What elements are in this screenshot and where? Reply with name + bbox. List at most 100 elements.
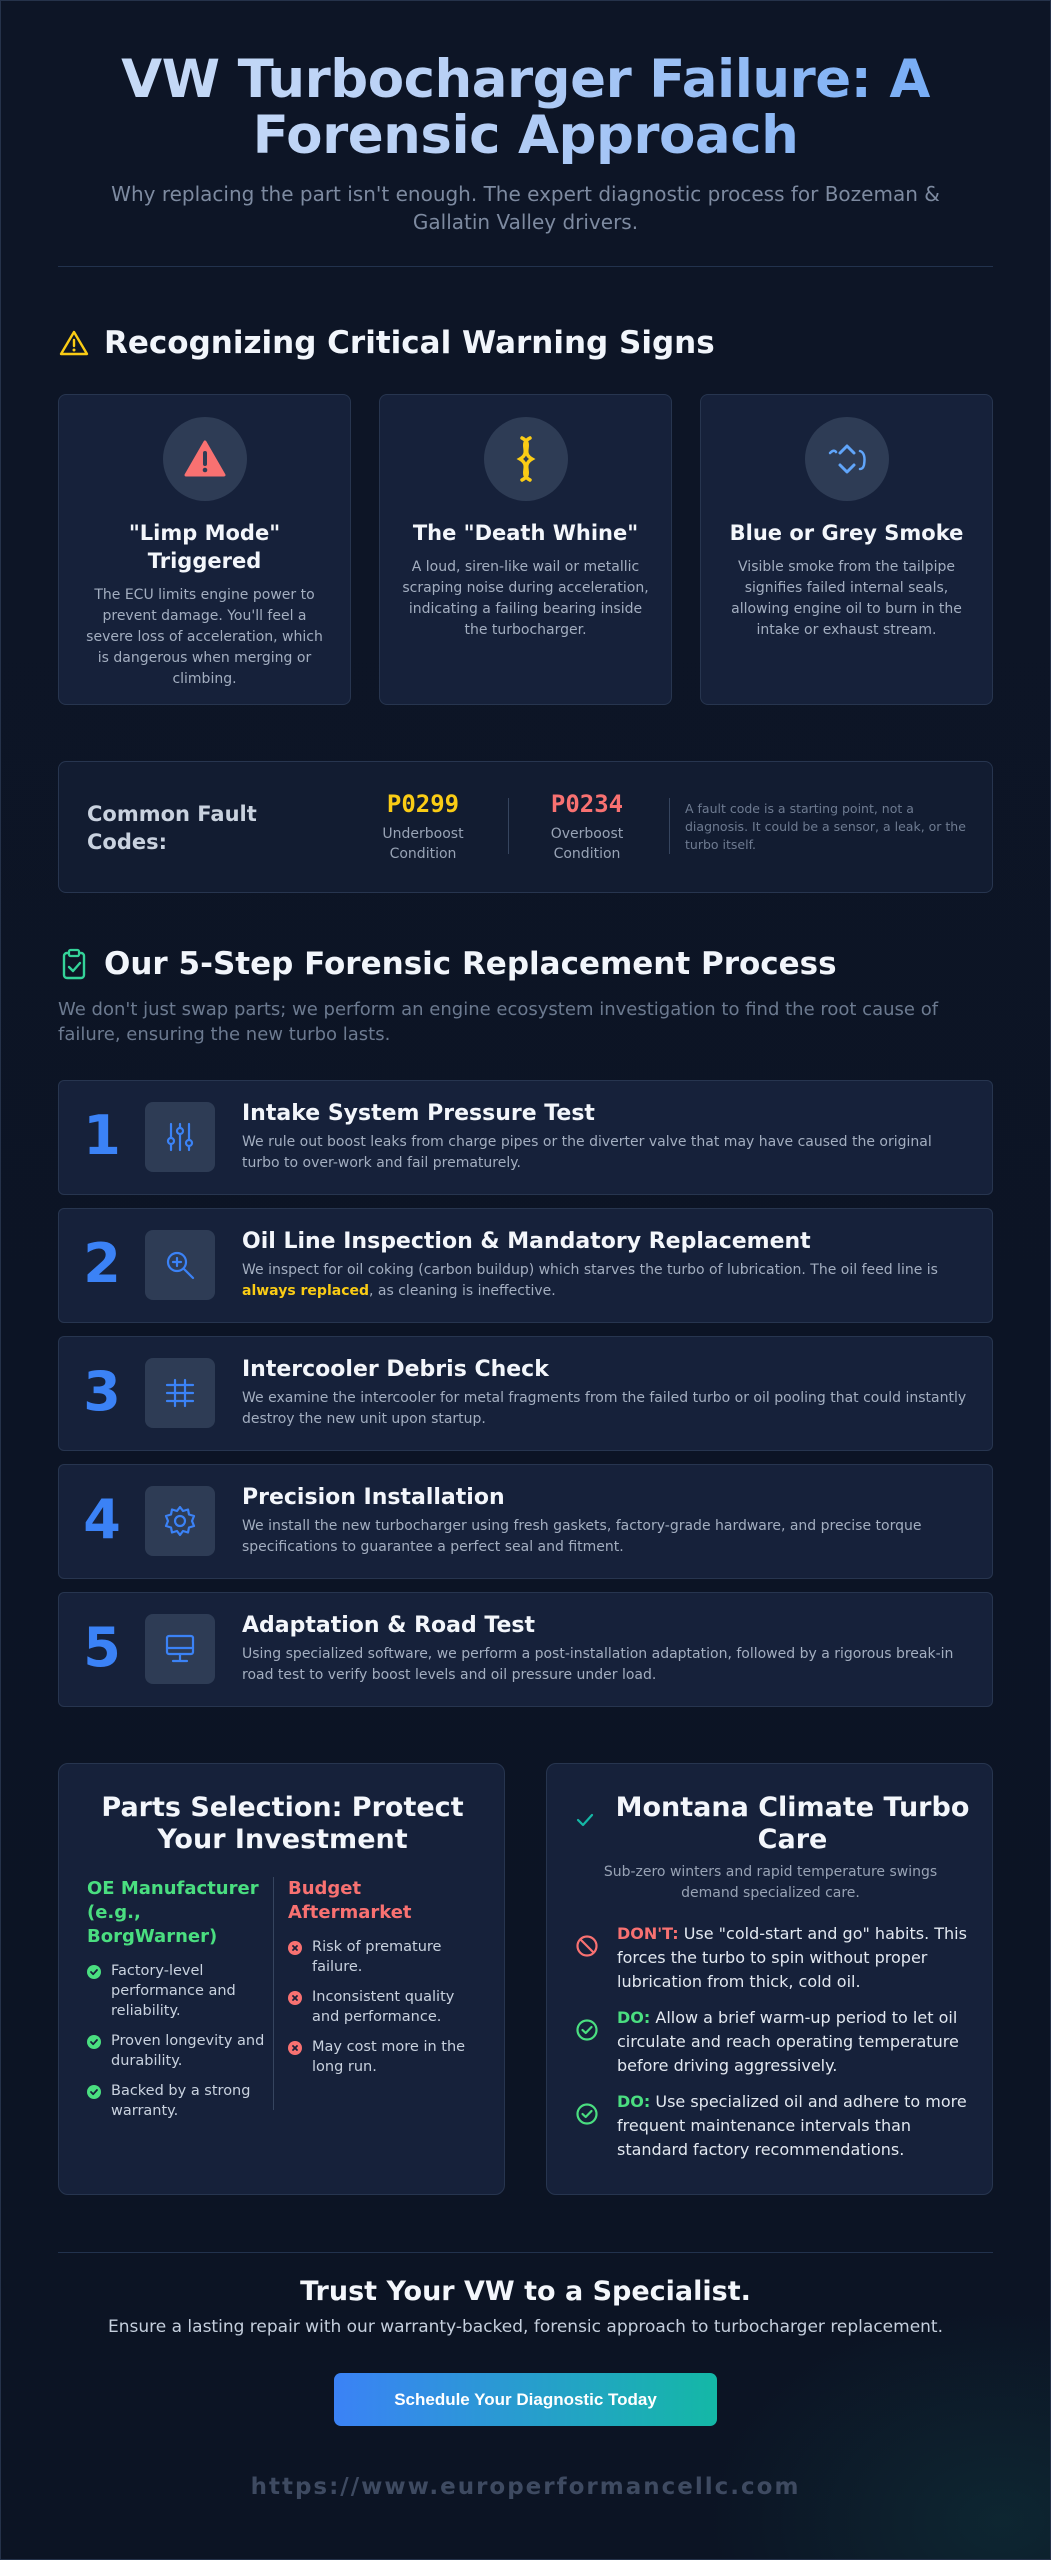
warning-card-title: Blue or Grey Smoke	[729, 521, 964, 545]
check-circle-icon	[575, 2018, 599, 2042]
oe-column: OE Manufacturer (e.g., BorgWarner) Facto…	[87, 1877, 277, 2131]
divider	[669, 798, 670, 854]
warning-card-title: The "Death Whine"	[412, 521, 639, 545]
fault-code-p0299: P0299 Underboost Condition	[353, 790, 493, 864]
warning-cards: "Limp Mode" Triggered The ECU limits eng…	[58, 394, 993, 705]
fault-code-desc: Underboost Condition	[382, 826, 464, 862]
list-item: May cost more in the long run.	[288, 2037, 478, 2077]
climate-panel: Montana Climate Turbo Care Sub-zero wint…	[546, 1763, 993, 2195]
alert-icon	[162, 417, 247, 501]
step-number: 3	[83, 1360, 121, 1423]
step-text: We install the new turbocharger using fr…	[242, 1518, 922, 1555]
monitor-icon	[145, 1614, 215, 1684]
list-item-text: Backed by a strong warranty.	[111, 2083, 251, 2119]
warning-card-text: The ECU limits engine power to prevent d…	[86, 587, 323, 687]
list-item: Proven longevity and durability.	[87, 2031, 277, 2071]
list-item: Backed by a strong warranty.	[87, 2081, 277, 2121]
x-circle-icon	[288, 1991, 302, 2005]
step-title: Precision Installation	[242, 1485, 505, 1510]
process-step-2: 2 Oil Line Inspection & Mandatory Replac…	[58, 1208, 993, 1323]
page-title: VW Turbocharger Failure: A Forensic Appr…	[58, 52, 993, 164]
step-text: Using specialized software, we perform a…	[242, 1646, 954, 1683]
ban-icon	[575, 1934, 599, 1958]
schedule-diagnostic-button[interactable]: Schedule Your Diagnostic Today	[334, 2373, 717, 2426]
sliders-icon	[145, 1102, 215, 1172]
tip-label: DO:	[617, 2008, 651, 2027]
step-text-part: We inspect for oil coking (carbon buildu…	[242, 1262, 938, 1278]
step-highlight: always replaced	[242, 1283, 370, 1299]
clipboard-check-icon	[58, 948, 90, 980]
parts-panel: Parts Selection: Protect Your Investment…	[58, 1763, 505, 2195]
tip-body: Allow a brief warm-up period to let oil …	[617, 2008, 959, 2075]
list-item: Factory-level performance and reliabilit…	[87, 1961, 277, 2021]
step-number: 1	[83, 1104, 121, 1167]
x-circle-icon	[288, 1941, 302, 1955]
cta-title: Trust Your VW to a Specialist.	[300, 2276, 751, 2307]
tip-body: Use specialized oil and adhere to more f…	[617, 2092, 967, 2159]
step-text: We inspect for oil coking (carbon buildu…	[242, 1260, 967, 1302]
process-title: Our 5-Step Forensic Replacement Process	[104, 946, 837, 982]
step-title: Intercooler Debris Check	[242, 1357, 549, 1382]
warning-card-limp-mode: "Limp Mode" Triggered The ECU limits eng…	[58, 394, 351, 705]
x-circle-icon	[288, 2041, 302, 2055]
process-step-3: 3 Intercooler Debris Check We examine th…	[58, 1336, 993, 1451]
list-item-text: Factory-level performance and reliabilit…	[111, 1963, 236, 2019]
list-item-text: Inconsistent quality and performance.	[312, 1989, 455, 2025]
oe-heading: OE Manufacturer (e.g., BorgWarner)	[87, 1878, 259, 1947]
check-icon	[575, 1812, 595, 1832]
check-circle-icon	[575, 2102, 599, 2126]
step-title: Adaptation & Road Test	[242, 1613, 535, 1638]
tip-label: DON'T:	[617, 1924, 679, 1943]
climate-title: Montana Climate Turbo Care	[615, 1792, 970, 1855]
list-item-text: Risk of premature failure.	[312, 1939, 442, 1975]
warning-card-text: Visible smoke from the tailpipe signifie…	[731, 559, 962, 638]
climate-tip-text: DO: Use specialized oil and adhere to mo…	[617, 2090, 969, 2162]
magnifier-icon	[145, 1230, 215, 1300]
footer-url[interactable]: https://www.europerformancellc.com	[250, 2474, 801, 2500]
warning-card-smoke: Blue or Grey Smoke Visible smoke from th…	[700, 394, 993, 705]
budget-list: Risk of premature failure. Inconsistent …	[288, 1937, 478, 2077]
oe-list: Factory-level performance and reliabilit…	[87, 1961, 277, 2121]
climate-tip-text: DO: Allow a brief warm-up period to let …	[617, 2006, 969, 2078]
check-circle-icon	[87, 2035, 101, 2049]
step-text: We examine the intercooler for metal fra…	[242, 1390, 967, 1427]
process-step-4: 4 Precision Installation We install the …	[58, 1464, 993, 1579]
step-text: We rule out boost leaks from charge pipe…	[242, 1134, 932, 1171]
fault-code-desc: Overboost Condition	[550, 826, 624, 862]
budget-heading: Budget Aftermarket	[288, 1878, 412, 1923]
fault-codes-panel: Common Fault Codes: P0299 Underboost Con…	[58, 761, 993, 893]
step-number: 2	[83, 1232, 121, 1295]
list-item: Risk of premature failure.	[288, 1937, 478, 1977]
budget-column: Budget Aftermarket Risk of premature fai…	[288, 1877, 478, 2087]
tip-body: Use "cold-start and go" habits. This for…	[617, 1924, 967, 1991]
cta-section: Trust Your VW to a Specialist. Ensure a …	[58, 2276, 993, 2337]
check-circle-icon	[87, 2085, 101, 2099]
process-step-5: 5 Adaptation & Road Test Using specializ…	[58, 1592, 993, 1707]
warnings-heading: Recognizing Critical Warning Signs	[58, 325, 715, 361]
grid-filter-icon	[145, 1358, 215, 1428]
parts-title: Parts Selection: Protect Your Investment	[101, 1792, 464, 1855]
process-step-1: 1 Intake System Pressure Test We rule ou…	[58, 1080, 993, 1195]
warning-card-title: "Limp Mode" Triggered	[128, 521, 281, 573]
warning-triangle-icon	[58, 327, 90, 359]
smoke-icon	[804, 417, 889, 501]
climate-subtitle: Sub-zero winters and rapid temperature s…	[603, 1864, 938, 1901]
process-subtitle: We don't just swap parts; we perform an …	[58, 999, 939, 1045]
fault-code-value: P0234	[550, 790, 624, 818]
step-title: Intake System Pressure Test	[242, 1101, 595, 1126]
warning-card-death-whine: The "Death Whine" A loud, siren-like wai…	[379, 394, 672, 705]
step-number: 5	[83, 1616, 121, 1679]
list-item-text: May cost more in the long run.	[312, 2039, 466, 2075]
warnings-title: Recognizing Critical Warning Signs	[104, 325, 715, 361]
step-number: 4	[83, 1488, 121, 1551]
warning-card-text: A loud, siren-like wail or metallic scra…	[402, 559, 649, 638]
fault-codes-note: A fault code is a starting point, not a …	[685, 801, 966, 852]
cta-text: Ensure a lasting repair with our warrant…	[107, 2317, 943, 2337]
divider	[58, 266, 993, 267]
process-heading: Our 5-Step Forensic Replacement Process	[58, 946, 837, 982]
divider	[58, 2252, 993, 2253]
fault-codes-label: Common Fault Codes:	[87, 802, 257, 854]
climate-tip-text: DON'T: Use "cold-start and go" habits. T…	[617, 1922, 969, 1994]
sound-wave-icon	[483, 417, 568, 501]
step-text-part: , as cleaning is ineffective.	[369, 1283, 556, 1299]
